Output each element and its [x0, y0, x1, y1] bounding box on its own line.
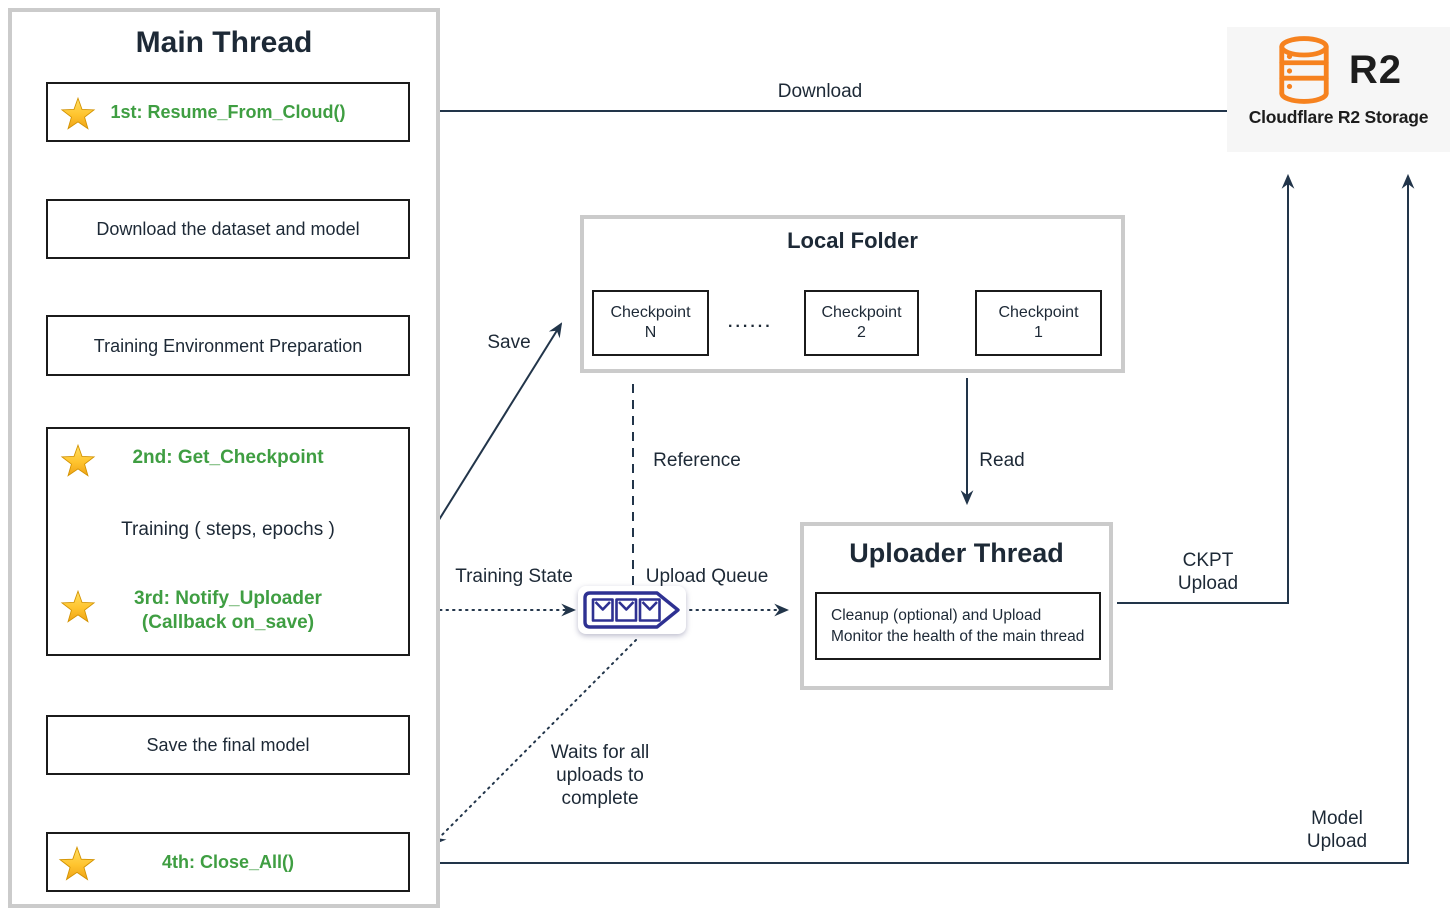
edge-label-waits: Waits for all uploads to complete [551, 741, 650, 810]
waits-line1: Waits for all [550, 742, 650, 763]
step-download-dataset: Download the dataset and model [46, 199, 410, 259]
uploader-thread-title: Uploader Thread [849, 538, 1064, 568]
r2-logo: R2 [1275, 36, 1402, 104]
uploader-task-line2: Monitor the health of the main thread [831, 628, 1085, 645]
ckpt-upload-line1: CKPT [1182, 550, 1234, 571]
step-env-prep-label: Training Environment Preparation [93, 335, 363, 356]
notify-line2: (Callback on_save) [141, 612, 315, 633]
edge-label-reference: Reference [653, 450, 741, 471]
ckpt-upload-line2: Upload [1177, 573, 1239, 594]
uploader-task-line1: Cleanup (optional) and Upload [831, 607, 1042, 624]
notify-line1: 3rd: Notify_Uploader [134, 588, 322, 609]
edge-waits [431, 639, 637, 846]
checkpoint-n-line2: N [644, 324, 657, 341]
checkpoint-n-line1: Checkpoint [610, 304, 691, 321]
edge-label-download: Download [777, 81, 863, 102]
edge-label-upload-queue: Upload Queue [645, 566, 769, 587]
step-notify-uploader-label: 3rd: Notify_Uploader (Callback on_save) [48, 587, 408, 635]
uploader-task-box: Cleanup (optional) and Upload Monitor th… [815, 592, 1101, 660]
cloudflare-r2-box: R2 Cloudflare R2 Storage [1227, 27, 1450, 152]
edge-label-model-upload: Model Upload [1307, 807, 1367, 853]
checkpoint-ellipsis: ...... [728, 314, 773, 331]
r2-logo-text: R2 [1348, 47, 1403, 92]
step-resume-label: 1st: Resume_From_Cloud() [110, 102, 346, 122]
star-icon [60, 443, 96, 477]
checkpoint-1-box: Checkpoint 1 [975, 290, 1102, 356]
step-get-checkpoint-label: 2nd: Get_Checkpoint [132, 447, 324, 468]
step-download-label: Download the dataset and model [96, 219, 360, 239]
step-resume-from-cloud: 1st: Resume_From_Cloud() [46, 82, 410, 142]
edge-label-training-state: Training State [455, 566, 573, 587]
step-env-preparation: Training Environment Preparation [46, 315, 410, 376]
star-icon [60, 589, 96, 623]
star-icon [58, 845, 96, 881]
checkpoint-2-line2: 2 [857, 324, 866, 341]
checkpoint-n-box: Checkpoint N [592, 290, 709, 356]
waits-line3: complete [561, 788, 639, 809]
checkpoint-1-line2: 1 [1034, 324, 1043, 341]
envelope-queue-icon [583, 591, 680, 629]
step-close-all-label: 4th: Close_All() [161, 852, 294, 872]
edge-label-save: Save [487, 332, 531, 353]
model-upload-line1: Model [1311, 808, 1363, 829]
local-folder-title: Local Folder [787, 228, 918, 253]
step-training-block: 2nd: Get_Checkpoint Training ( steps, ep… [46, 427, 410, 656]
r2-database-icon [1279, 36, 1329, 104]
upload-queue-icon [578, 586, 686, 634]
checkpoint-2-box: Checkpoint 2 [804, 290, 919, 356]
r2-caption: Cloudflare R2 Storage [1248, 107, 1429, 127]
main-thread-title: Main Thread [135, 26, 313, 59]
star-icon [60, 96, 96, 130]
edge-label-ckpt-upload: CKPT Upload [1178, 549, 1238, 595]
model-upload-line2: Upload [1306, 831, 1368, 852]
edge-label-read: Read [979, 450, 1025, 471]
step-save-final-label: Save the final model [146, 735, 310, 755]
edge-ckpt-upload [1117, 173, 1295, 604]
checkpoint-2-line1: Checkpoint [821, 304, 902, 321]
waits-line2: uploads to [556, 765, 644, 786]
step-close-all: 4th: Close_All() [46, 832, 410, 892]
step-save-final-model: Save the final model [46, 715, 410, 775]
step-training-label: Training ( steps, epochs ) [121, 519, 335, 540]
edge-model-upload [425, 173, 1415, 864]
checkpoint-1-line1: Checkpoint [998, 304, 1079, 321]
edge-save [431, 322, 563, 532]
